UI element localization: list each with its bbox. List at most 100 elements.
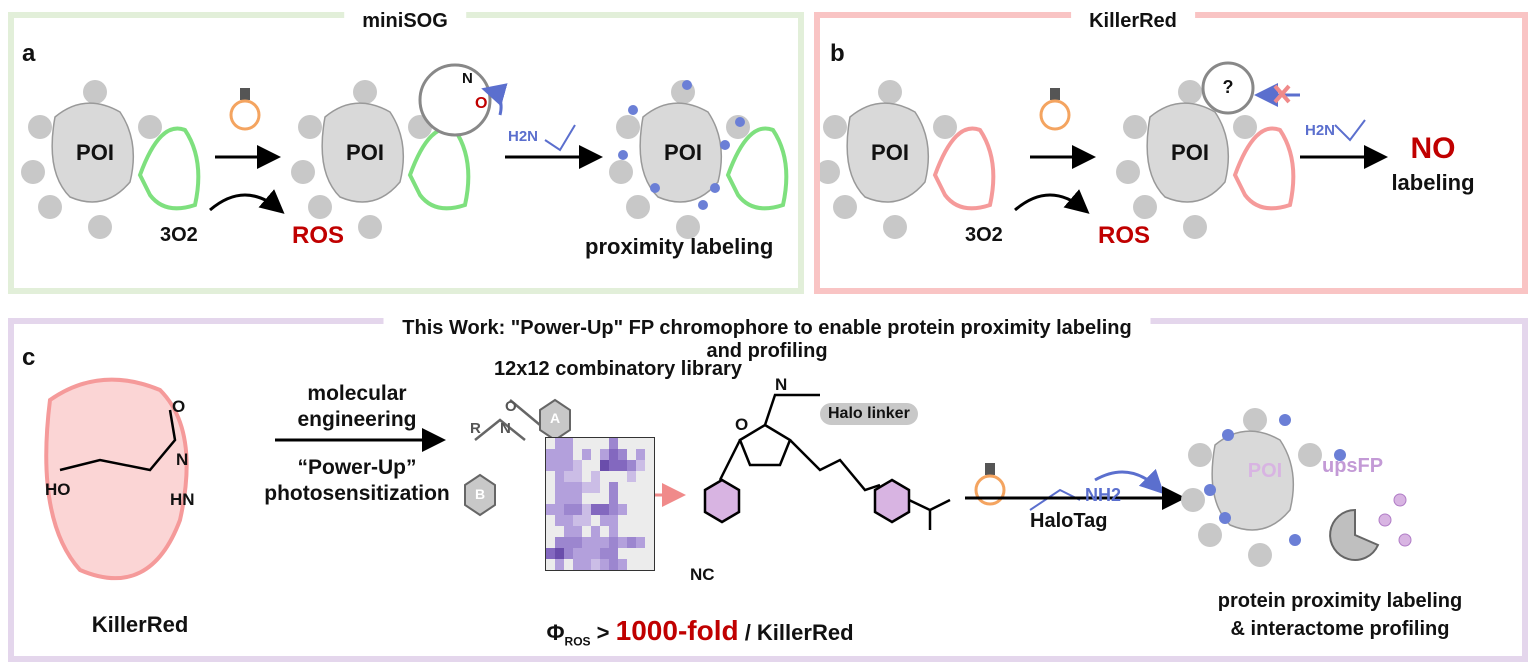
heatmap-cell (636, 482, 645, 493)
result-line-2: & interactome profiling (1230, 618, 1450, 640)
poi-label: POI (871, 140, 909, 165)
heatmap-cell (609, 515, 618, 526)
ros-label: ROS (1098, 222, 1151, 249)
heatmap-cell (564, 548, 573, 559)
photosensitization-label: photosensitization (264, 482, 450, 505)
heatmap-cell (546, 504, 555, 515)
heatmap-cell (546, 515, 555, 526)
panel-a-letter: a (22, 40, 36, 67)
poi-label: POI (346, 140, 384, 165)
heatmap-cell (618, 526, 627, 537)
heatmap-cell (546, 548, 555, 559)
heatmap-cell (618, 537, 627, 548)
heatmap-cell (546, 482, 555, 493)
heatmap-cell (582, 504, 591, 515)
heatmap-cell (582, 526, 591, 537)
heatmap-cell (618, 482, 627, 493)
heatmap-cell (546, 449, 555, 460)
heatmap-cell (582, 515, 591, 526)
heatmap-cell (636, 504, 645, 515)
heatmap-cell (591, 548, 600, 559)
panel-b-letter: b (830, 40, 845, 67)
heatmap-cell (591, 482, 600, 493)
heatmap-cell (564, 504, 573, 515)
heatmap-cell (609, 526, 618, 537)
heatmap-cell (609, 559, 618, 570)
heatmap-cell (546, 471, 555, 482)
heatmap-cell (555, 526, 564, 537)
no-label: NO (1410, 132, 1456, 165)
library-heatmap (545, 437, 655, 571)
heatmap-cell (564, 559, 573, 570)
ring-o: O (475, 95, 488, 112)
labeling-label: labeling (1391, 170, 1475, 195)
power-up-label: “Power-Up” (297, 456, 417, 479)
heatmap-cell (564, 526, 573, 537)
heatmap-cell (555, 504, 564, 515)
poi-label: POI (664, 140, 702, 165)
heatmap-cell (564, 471, 573, 482)
heatmap-cell (600, 559, 609, 570)
halotag-label: HaloTag (1030, 510, 1108, 532)
killerred-label: KillerRed (91, 612, 189, 637)
heatmap-cell (591, 526, 600, 537)
heatmap-cell (600, 548, 609, 559)
heatmap-cell (591, 493, 600, 504)
heatmap-cell (609, 471, 618, 482)
heatmap-cell (555, 493, 564, 504)
heatmap-cell (582, 493, 591, 504)
heatmap-cell (645, 493, 654, 504)
heatmap-cell (582, 449, 591, 460)
heatmap-cell (582, 438, 591, 449)
heatmap-cell (555, 559, 564, 570)
heatmap-cell (618, 504, 627, 515)
heatmap-cell (600, 471, 609, 482)
heatmap-cell (564, 449, 573, 460)
heatmap-cell (600, 460, 609, 471)
heatmap-cell (627, 559, 636, 570)
panel-c-letter: c (22, 344, 36, 371)
heatmap-cell (609, 504, 618, 515)
heatmap-cell (555, 449, 564, 460)
result-line-1: protein proximity labeling (1217, 590, 1463, 612)
heatmap-cell (555, 515, 564, 526)
heatmap-cell (573, 471, 582, 482)
heatmap-cell (609, 548, 618, 559)
heatmap-cell (627, 515, 636, 526)
heatmap-cell (645, 471, 654, 482)
heatmap-cell (609, 482, 618, 493)
ros-label: ROS (292, 222, 345, 249)
heatmap-cell (600, 526, 609, 537)
panel-a-title: miniSOG (344, 10, 466, 33)
heatmap-cell (627, 482, 636, 493)
heatmap-cell (618, 449, 627, 460)
heatmap-cell (591, 438, 600, 449)
heatmap-cell (636, 493, 645, 504)
heatmap-cell (627, 471, 636, 482)
heatmap-cell (555, 537, 564, 548)
heatmap-cell (573, 482, 582, 493)
halo-linker-badge: Halo linker (820, 403, 918, 425)
r-label: R (470, 420, 481, 437)
poi-label: POI (1247, 460, 1283, 482)
heatmap-cell (591, 471, 600, 482)
heatmap-cell (636, 559, 645, 570)
heatmap-cell (618, 548, 627, 559)
heatmap-cell (564, 515, 573, 526)
heatmap-cell (564, 460, 573, 471)
heatmap-cell (645, 515, 654, 526)
poi-label: POI (1171, 140, 1209, 165)
heatmap-cell (627, 438, 636, 449)
heatmap-cell (564, 438, 573, 449)
heatmap-cell (582, 482, 591, 493)
ho-label: HO (45, 480, 71, 499)
heatmap-cell (546, 526, 555, 537)
heatmap-cell (609, 493, 618, 504)
heatmap-cell (609, 460, 618, 471)
library-title: 12x12 combinatory library (494, 358, 742, 380)
heatmap-cell (627, 460, 636, 471)
heatmap-cell (582, 548, 591, 559)
heatmap-cell (591, 504, 600, 515)
